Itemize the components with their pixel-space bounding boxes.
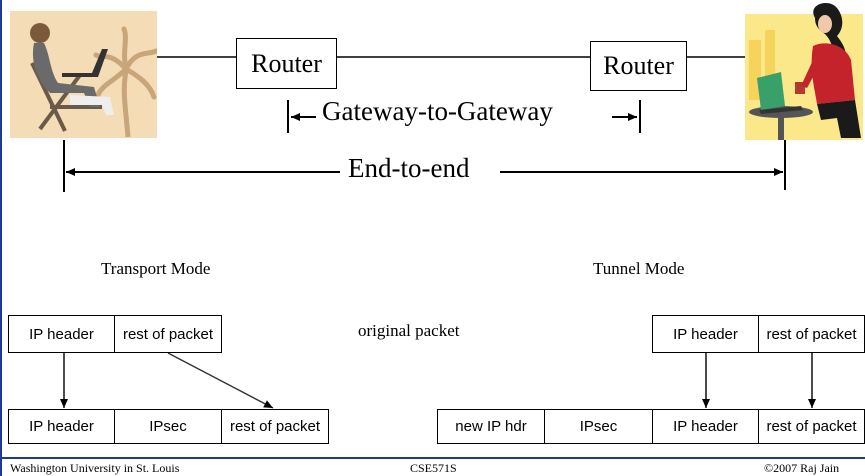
router-left-label: Router [251,48,322,78]
cafe-user-clipart [745,0,863,140]
tunnel-result-ip-header: IP header [652,409,759,444]
footer-institution: Washington University in St. Louis [10,461,180,475]
transport-result-ipsec: IPsec [114,409,222,444]
footer-copyright: ©2007 Raj Jain [764,461,840,475]
original-packet-label: original packet [358,321,460,340]
footer-course: CSE571S [410,461,457,475]
laptop-user-clipart [10,11,159,138]
transport-mode-title: Transport Mode [101,259,211,278]
transport-result-ip-header: IP header [8,409,115,444]
tunnel-result-rest-of-packet: rest of packet [758,409,865,444]
router-left: Router [236,38,337,89]
transport-result-rest-of-packet: rest of packet [221,409,329,444]
end-to-end-label: End-to-end [342,153,476,184]
router-right: Router [590,41,687,91]
transport-original-rest-of-packet: rest of packet [114,315,222,353]
tunnel-mode-title: Tunnel Mode [593,259,685,278]
tunnel-result-new-ip-hdr: new IP hdr [437,409,545,444]
tunnel-original-ip-header: IP header [652,315,759,353]
tunnel-result-ipsec: IPsec [544,409,653,444]
router-right-label: Router [603,51,674,80]
slide-left-border [0,0,2,476]
transport-payload-arrow [167,352,274,409]
tunnel-original-rest-of-packet: rest of packet [758,315,865,353]
transport-original-ip-header: IP header [8,315,115,353]
gateway-to-gateway-label: Gateway-to-Gateway [318,96,557,127]
footer-divider [0,457,865,459]
